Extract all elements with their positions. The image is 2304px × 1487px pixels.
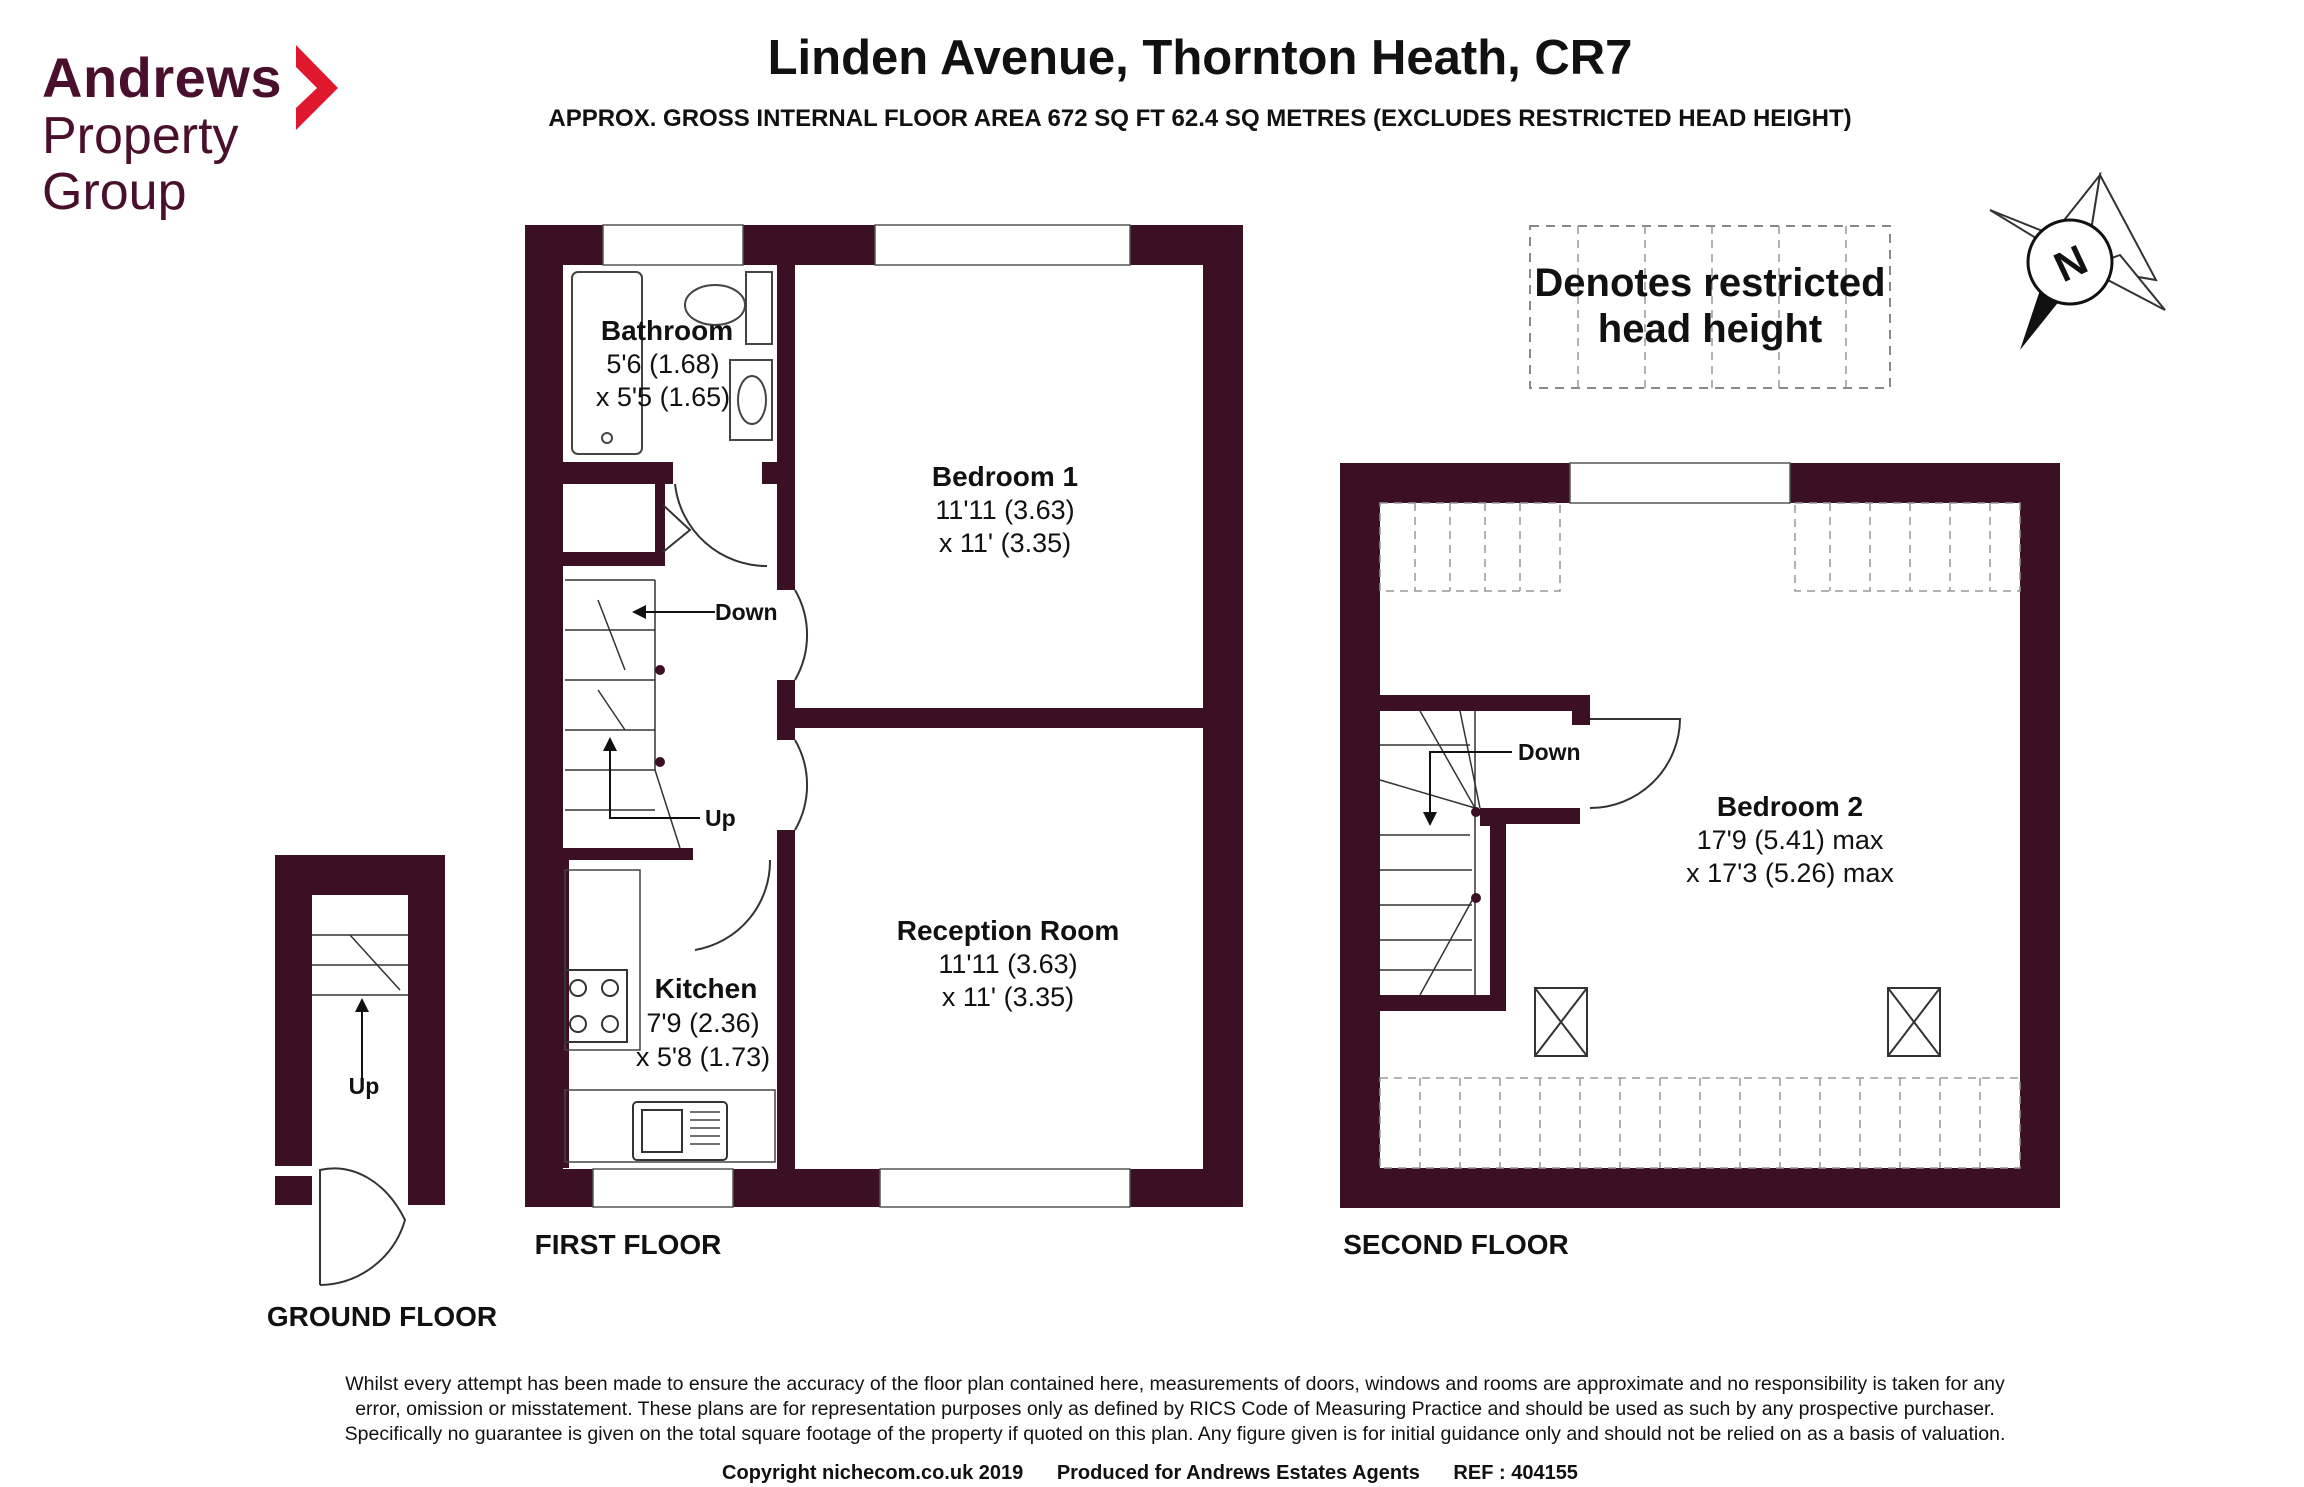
produced-for-text: Produced for Andrews Estates Agents: [1056, 1462, 1420, 1484]
brand-name-line1: Andrews: [42, 46, 282, 109]
first-floor-label: FIRST FLOOR: [535, 1229, 722, 1260]
restricted-head-height-legend: Denotes restricted head height: [1529, 225, 1891, 389]
second-floor-down-label: Down: [1518, 739, 1581, 765]
second-floor-label: SECOND FLOOR: [1343, 1229, 1569, 1260]
brand-name-line3: Group: [42, 163, 187, 221]
bedroom1-dim2: x 11' (3.35): [939, 528, 1071, 558]
bedroom2-dim1: 17'9 (5.41) max: [1697, 825, 1884, 855]
first-floor-plan: Down Up Bathroom 5'6 (1.68) x 5'5 (1.65)…: [525, 224, 1243, 1260]
second-floor-plan: Down Bedroom 2 17'9 (5.41) max x 17'3 (5…: [1340, 462, 2060, 1260]
disclaimer-line3: Specifically no guarantee is given on th…: [344, 1423, 2006, 1445]
footer: Copyright nichecom.co.uk 2019 Produced f…: [300, 1462, 2000, 1485]
bedroom2-name: Bedroom 2: [1717, 791, 1863, 822]
copyright-text: Copyright nichecom.co.uk 2019: [722, 1462, 1024, 1484]
page-title: Linden Avenue, Thornton Heath, CR7: [767, 31, 1633, 85]
ground-floor-label: GROUND FLOOR: [267, 1301, 497, 1332]
kitchen-dim1: 7'9 (2.36): [646, 1008, 759, 1038]
bathroom-name: Bathroom: [601, 315, 733, 346]
first-floor-down-label: Down: [715, 599, 778, 625]
disclaimer-line2: error, omission or misstatement. These p…: [355, 1398, 1995, 1420]
disclaimer-line1: Whilst every attempt has been made to en…: [345, 1373, 2005, 1395]
reception-room-dim1: 11'11 (3.63): [938, 949, 1077, 979]
disclaimer-text: Whilst every attempt has been made to en…: [290, 1372, 2060, 1447]
floor-area-subtitle: APPROX. GROSS INTERNAL FLOOR AREA 672 SQ…: [548, 105, 1852, 132]
reception-room-name: Reception Room: [897, 915, 1119, 946]
ground-floor-plan: Up GROUND FLOOR: [267, 855, 497, 1332]
legend-text-line1: Denotes restricted: [1534, 261, 1885, 305]
bathroom-dim1: 5'6 (1.68): [606, 349, 719, 379]
reception-room-dim2: x 11' (3.35): [942, 982, 1074, 1012]
brand-name-line2: Property: [42, 107, 239, 165]
kitchen-name: Kitchen: [655, 973, 758, 1004]
bathroom-dim2: x 5'5 (1.65): [596, 382, 730, 412]
brand-chevron-icon: [296, 45, 338, 130]
reference-text: REF : 404155: [1453, 1462, 1578, 1484]
bedroom1-dim1: 11'11 (3.63): [935, 495, 1074, 525]
first-floor-up-label: Up: [705, 805, 736, 831]
kitchen-dim2: x 5'8 (1.73): [636, 1042, 770, 1072]
north-compass-icon: N: [1989, 171, 2166, 350]
bedroom2-dim2: x 17'3 (5.26) max: [1686, 858, 1894, 888]
bedroom1-name: Bedroom 1: [932, 461, 1078, 492]
ground-floor-up-label: Up: [349, 1073, 380, 1099]
legend-text-line2: head height: [1598, 307, 1822, 351]
brand-logo: Andrews Property Group: [42, 46, 282, 221]
